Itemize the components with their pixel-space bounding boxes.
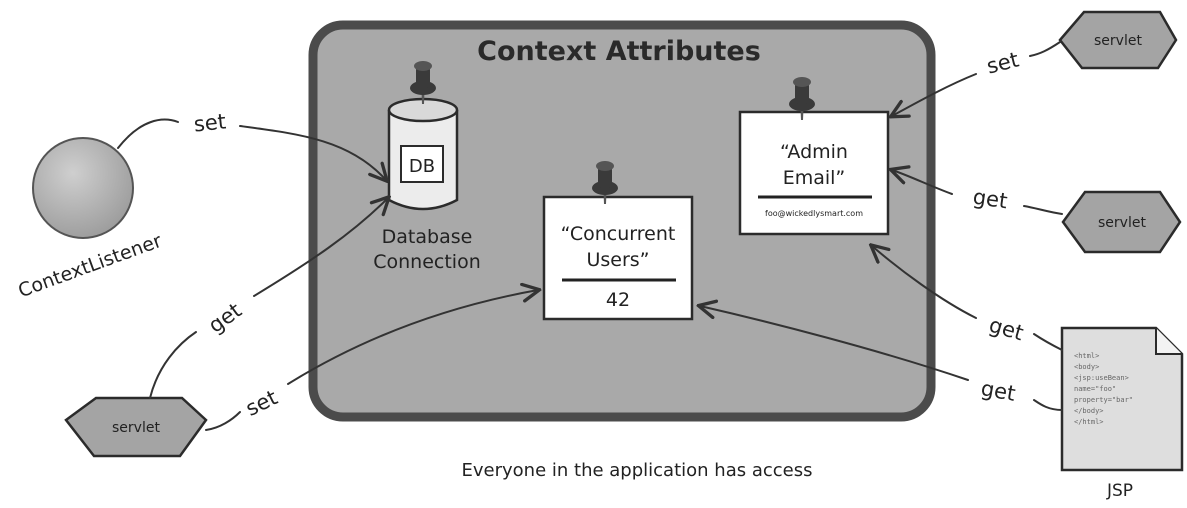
servlet-top-right: servlet [1058,10,1178,70]
pushpin-icon [592,161,618,204]
context-listener: ContextListener [15,137,165,302]
footer-caption: Everyone in the application has access [462,460,813,481]
jsp-code-line: name="foo" [1074,385,1116,393]
arrow-jsp-get-users [700,306,1063,411]
arrows [117,41,1063,431]
arrow-servlet-mid-get [892,170,1063,215]
db-caption-line2: Connection [373,251,481,273]
admin-email-value: foo@wickedlysmart.com [765,209,863,218]
label-jsp-get-email: get [986,313,1026,346]
servlet-mid-right: servlet [1061,190,1182,254]
jsp-document: <html> <body> <jsp:useBean> name="foo" prope… [1060,326,1184,501]
arrow-listener-set [117,118,386,180]
servlet-mid-right-label: servlet [1098,215,1146,231]
pushpin-icon [410,61,436,104]
jsp-code-line: </body> [1074,407,1104,415]
admin-email-name-line1: “Admin [780,141,848,163]
arrow-jsp-get-email [872,246,1063,351]
concurrent-users-name-line2: Users” [586,249,649,271]
label-servlet-top-set: set [984,48,1021,79]
concurrent-users-note: “Concurrent Users” 42 [542,161,694,321]
admin-email-note: “Admin Email” foo@wickedlysmart.com [738,77,890,236]
jsp-code-lines: <html> <body> <jsp:useBean> name="foo" prope… [1074,352,1133,426]
arrow-servlet-top-set [892,41,1061,116]
jsp-code-line: </html> [1074,418,1104,426]
db-icon-label: DB [409,156,435,177]
servlet-top-right-label: servlet [1094,33,1142,49]
jsp-code-line: <jsp:useBean> [1074,374,1129,382]
concurrent-users-value: 42 [606,289,630,311]
label-jsp-get-users: get [979,376,1017,406]
label-servlet-mid-get: get [971,185,1008,214]
pushpin-icon [789,77,815,120]
jsp-code-line: <body> [1074,363,1099,371]
servlet-bottom-left: servlet [64,396,208,458]
db-caption-line1: Database [382,226,473,248]
label-servlet-left-set: set [242,385,281,421]
context-title: Context Attributes [477,36,761,67]
jsp-label: JSP [1106,481,1133,501]
jsp-code-line: <html> [1074,352,1099,360]
arrow-servlet-left-set [205,290,538,431]
jsp-code-line: property="bar" [1074,396,1133,404]
context-listener-label: ContextListener [15,230,164,302]
label-servlet-left-get: get [204,298,246,338]
admin-email-name-line2: Email” [783,167,846,189]
servlet-bottom-left-label: servlet [112,420,160,436]
concurrent-users-name-line1: “Concurrent [561,223,676,245]
label-listener-set: set [193,109,227,136]
arrow-servlet-left-get [149,198,388,399]
